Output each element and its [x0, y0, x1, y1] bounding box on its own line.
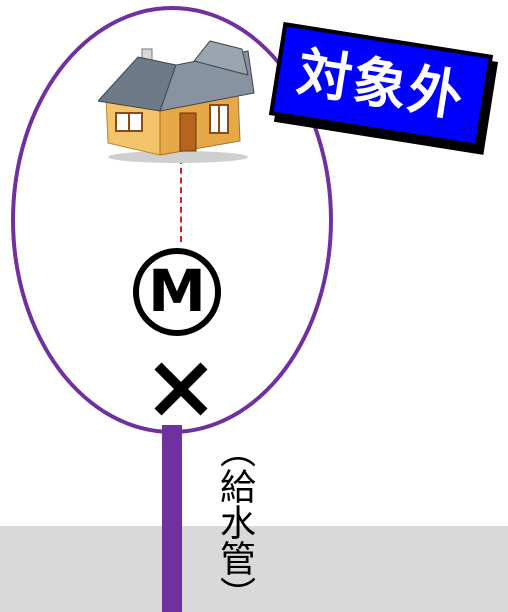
meter-symbol-label: M [148, 257, 206, 325]
house-icon [97, 35, 258, 165]
water-meter-symbol: M [133, 248, 221, 336]
water-supply-pipe [162, 425, 182, 612]
property-boundary-ellipse [11, 6, 333, 434]
ground-area [0, 526, 508, 612]
badge-label: 対象外 [293, 40, 469, 129]
cross-mark-icon [150, 358, 212, 420]
service-dashed-line [180, 158, 182, 242]
pipe-label: （給水管） [214, 432, 255, 612]
